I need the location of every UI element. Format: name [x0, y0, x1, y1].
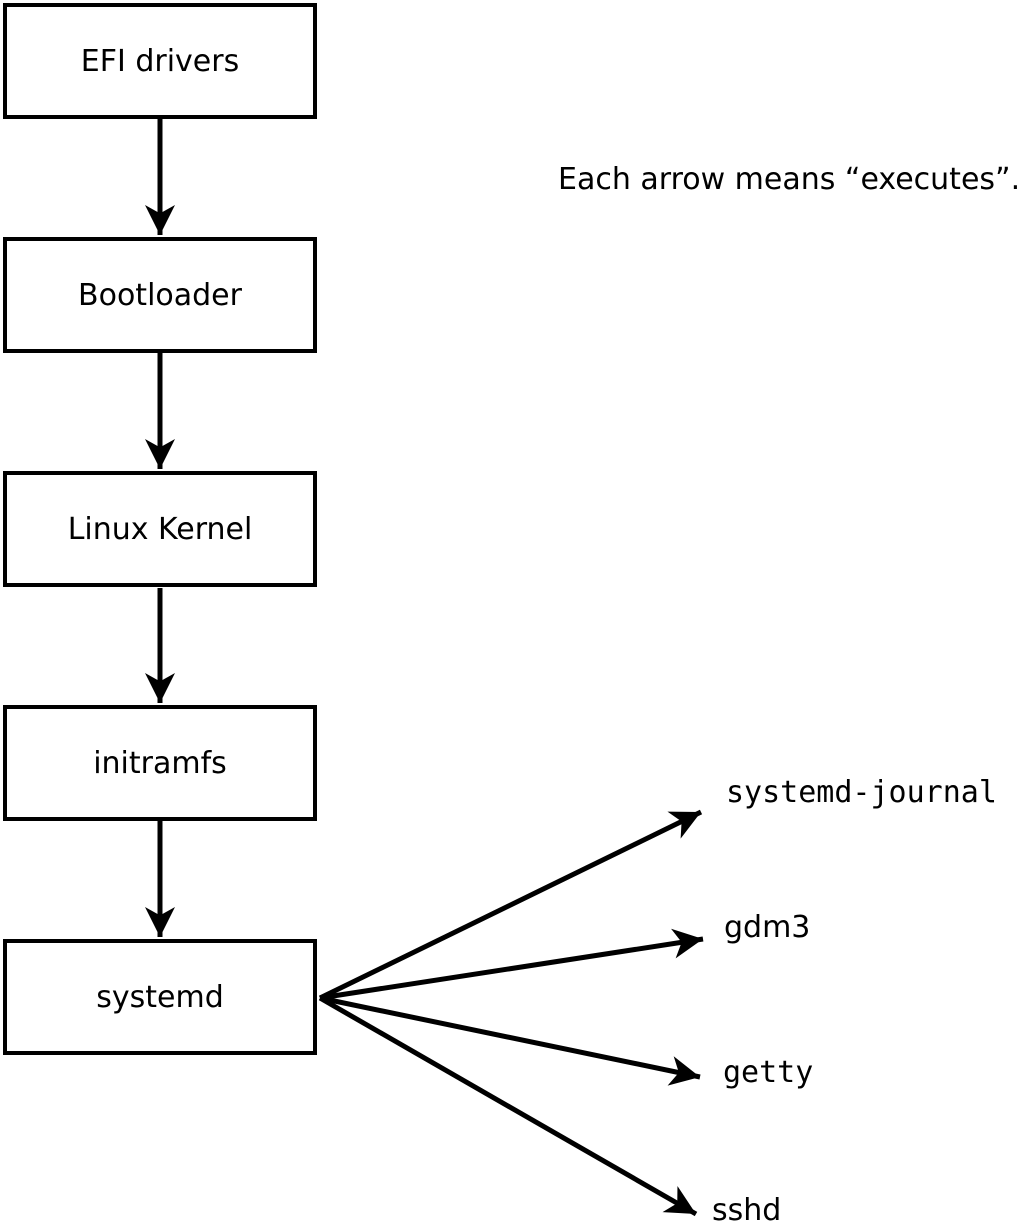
spawned-label-gdm3: gdm3 [724, 910, 811, 945]
flow-box-efi-drivers: EFI drivers [3, 3, 317, 119]
arrow-meaning-caption: Each arrow means “executes”. [558, 162, 1021, 197]
flow-box-label: Bootloader [78, 277, 242, 313]
flow-box-initramfs: initramfs [3, 705, 317, 821]
flow-box-linux-kernel: Linux Kernel [3, 471, 317, 587]
spawned-label-systemd-journal: systemd-journal [726, 775, 997, 810]
spawned-label-sshd: sshd [712, 1193, 782, 1228]
flow-box-label: initramfs [93, 745, 227, 781]
arrow-systemd-to-gdm3 [319, 928, 704, 1001]
arrow-systemd-to-getty [319, 995, 701, 1086]
flow-box-systemd: systemd [3, 939, 317, 1055]
flow-box-bootloader: Bootloader [3, 237, 317, 353]
flow-box-label: systemd [96, 979, 224, 1015]
spawned-label-getty: getty [723, 1055, 814, 1090]
flow-box-label: EFI drivers [80, 43, 240, 79]
flow-box-label: Linux Kernel [67, 511, 253, 547]
arrow-systemd-to-sshd [318, 995, 698, 1217]
arrow-systemd-to-journal [318, 809, 703, 1001]
